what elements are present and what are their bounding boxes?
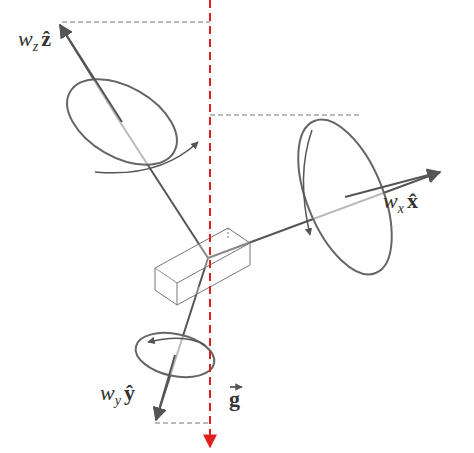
math-symbol: w (18, 26, 33, 51)
angular-velocity-z: wzẑ (18, 28, 51, 54)
math-symbol: x̂ (407, 188, 418, 213)
subscript-label: x (398, 201, 404, 216)
math-symbol: ŷ (124, 380, 135, 405)
subscript-label: y (115, 393, 121, 408)
angular-velocity-x: wxx̂ (383, 190, 418, 216)
gravity-vector-label: g (229, 388, 240, 410)
math-symbol: w (100, 380, 115, 405)
angular-velocity-y: wyŷ (100, 382, 135, 408)
math-symbol: w (383, 188, 398, 213)
math-symbol: g (229, 386, 240, 411)
math-symbol: ẑ (41, 26, 51, 51)
subscript-label: z (33, 39, 38, 54)
